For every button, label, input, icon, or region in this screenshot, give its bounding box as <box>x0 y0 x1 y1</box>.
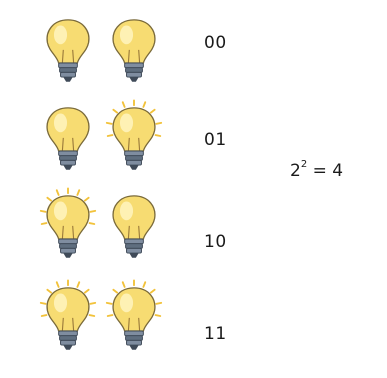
bulb-off-icon <box>38 96 98 176</box>
equation-exponent: 2 <box>300 159 308 170</box>
binary-code-10: 10 <box>204 232 227 252</box>
binary-code-01: 01 <box>204 130 227 150</box>
combinations-equation: 22 = 4 <box>290 159 344 181</box>
binary-code-00: 00 <box>204 33 227 53</box>
bulb-off-icon <box>104 8 164 88</box>
bulb-on-icon <box>104 96 164 176</box>
equation-base: 2 <box>290 161 301 181</box>
bulb-off-icon <box>104 184 164 264</box>
binary-code-11: 11 <box>204 324 227 344</box>
bulb-on-icon <box>38 276 98 356</box>
bulb-off-icon <box>38 8 98 88</box>
equation-result: = 4 <box>307 161 344 181</box>
bulb-on-icon <box>38 184 98 264</box>
bulb-on-icon <box>104 276 164 356</box>
